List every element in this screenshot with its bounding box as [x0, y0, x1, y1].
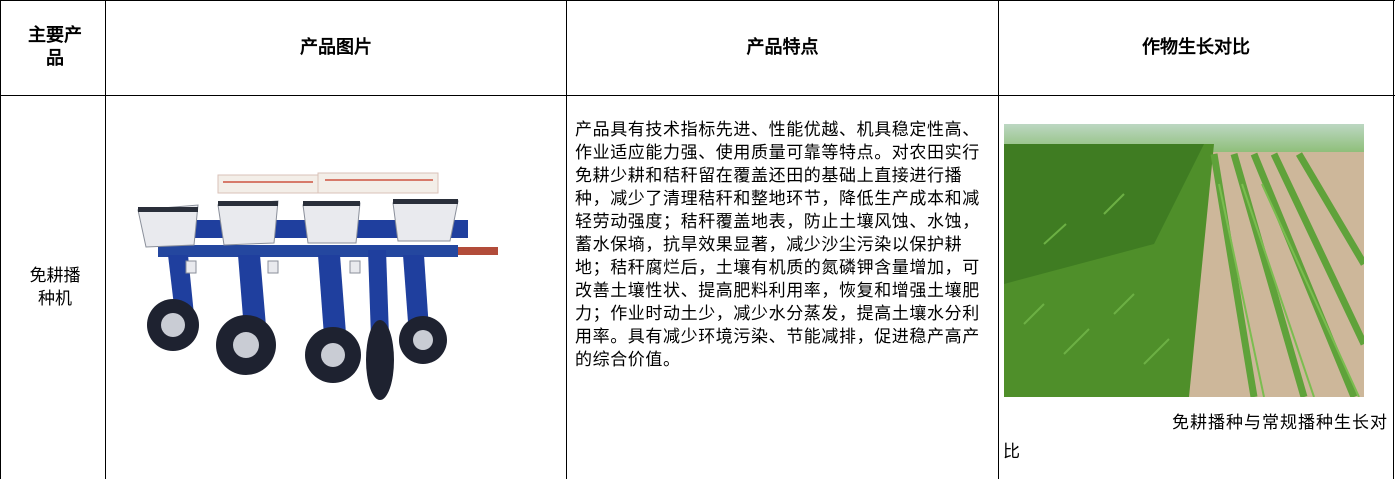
header-bottom-border: [0, 95, 1395, 96]
product-features-text: 产品具有技术指标先进、性能优越、机具稳定性高、作业适应能力强、使用质量可靠等特点…: [575, 120, 980, 370]
header-crop-growth-comparison: 作物生长对比: [1142, 37, 1250, 58]
product-name: 免耕播种机: [29, 266, 81, 309]
col-divider-2: [566, 0, 567, 479]
table-left-border: [0, 0, 1, 479]
table-right-border: [1393, 0, 1394, 479]
header-product-image: 产品图片: [300, 37, 372, 58]
crop-growth-photo: [1004, 124, 1364, 397]
seeder-machine-image: [128, 165, 518, 415]
crop-comparison-caption-line2: 比: [1003, 442, 1020, 462]
col-divider-1: [105, 0, 106, 479]
header-main-product: 主要产品: [28, 25, 82, 69]
crop-comparison-caption-line1: 免耕播种与常规播种生长对: [1172, 413, 1388, 433]
table-top-border: [0, 0, 1395, 1]
header-product-features: 产品特点: [746, 37, 819, 58]
col-divider-3: [998, 0, 999, 479]
